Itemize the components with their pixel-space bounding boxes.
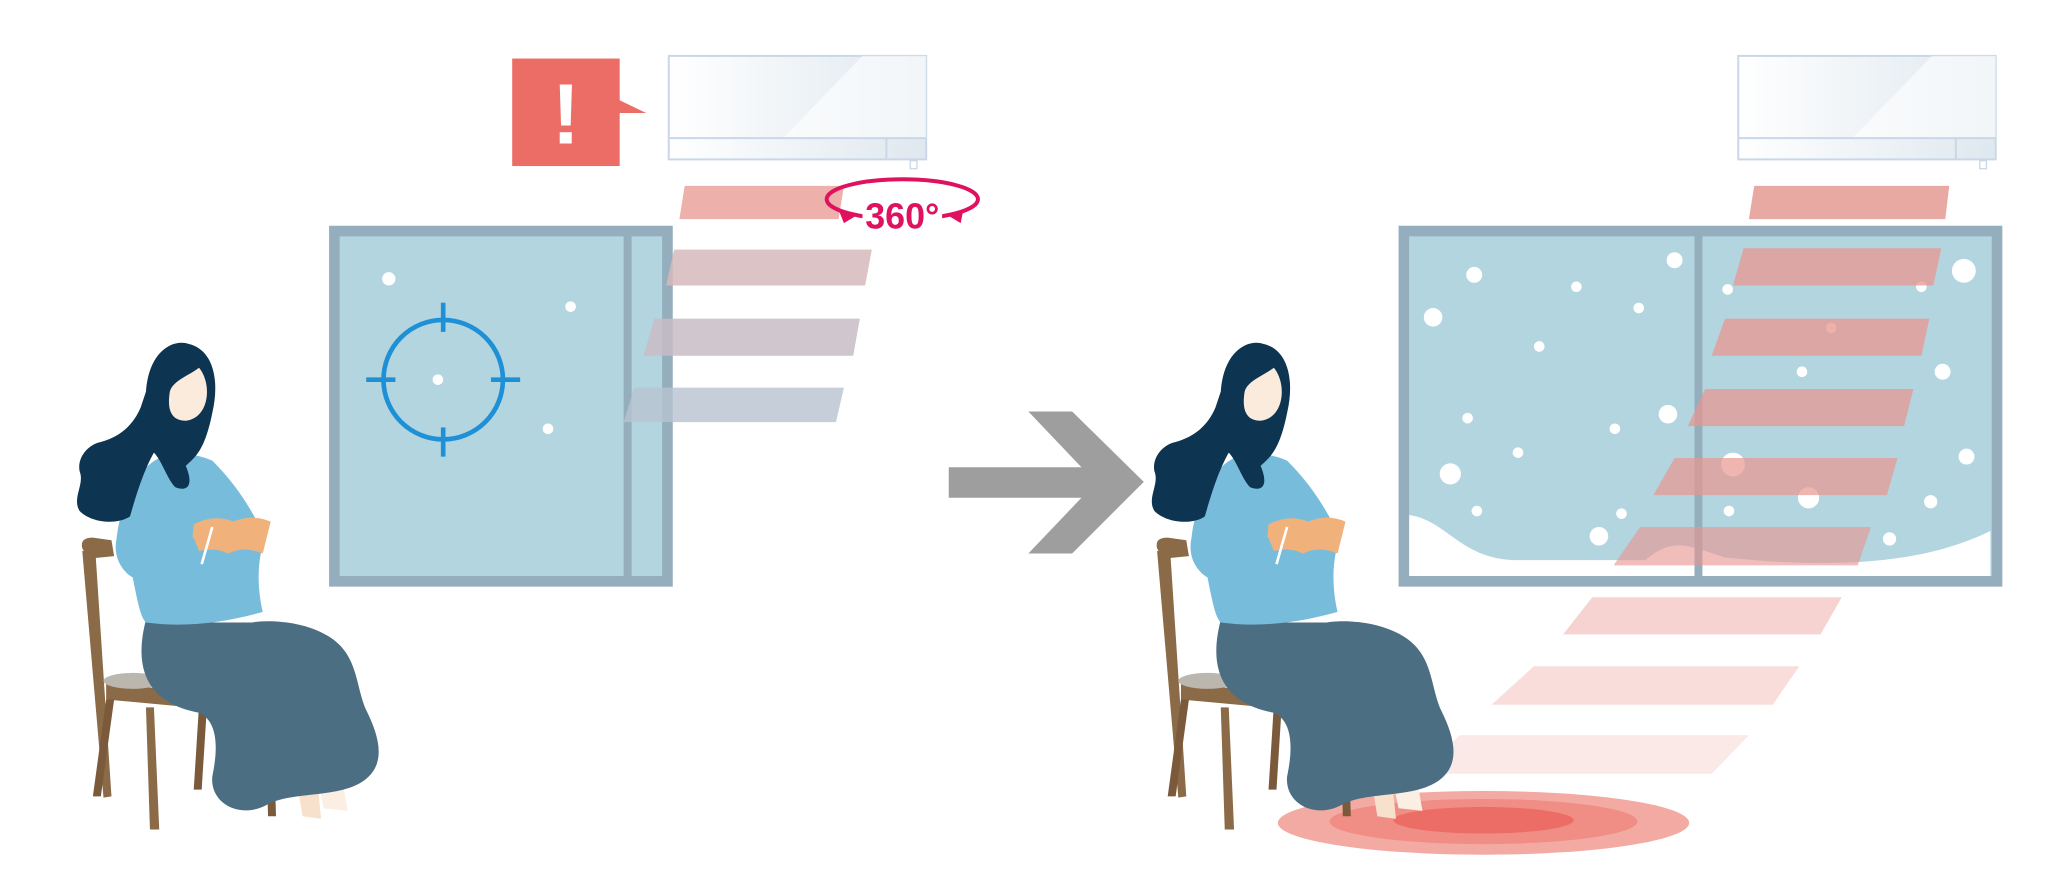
airflow [679, 185, 844, 220]
window-before [329, 225, 880, 587]
rotation-360-badge: 360° [824, 177, 980, 236]
target-icon [366, 302, 521, 457]
alert-callout: ! [512, 58, 647, 167]
snow-bank [1409, 515, 1991, 577]
air-conditioner [1737, 54, 1997, 170]
air-conditioner [667, 54, 928, 170]
scene-after [1152, 54, 2003, 855]
arrow-right-icon [948, 411, 1144, 554]
alert-icon: ! [552, 66, 580, 161]
svg-text:360°: 360° [865, 196, 939, 236]
warm-air-stream [1419, 248, 1942, 774]
scene-before: ! [77, 54, 980, 830]
